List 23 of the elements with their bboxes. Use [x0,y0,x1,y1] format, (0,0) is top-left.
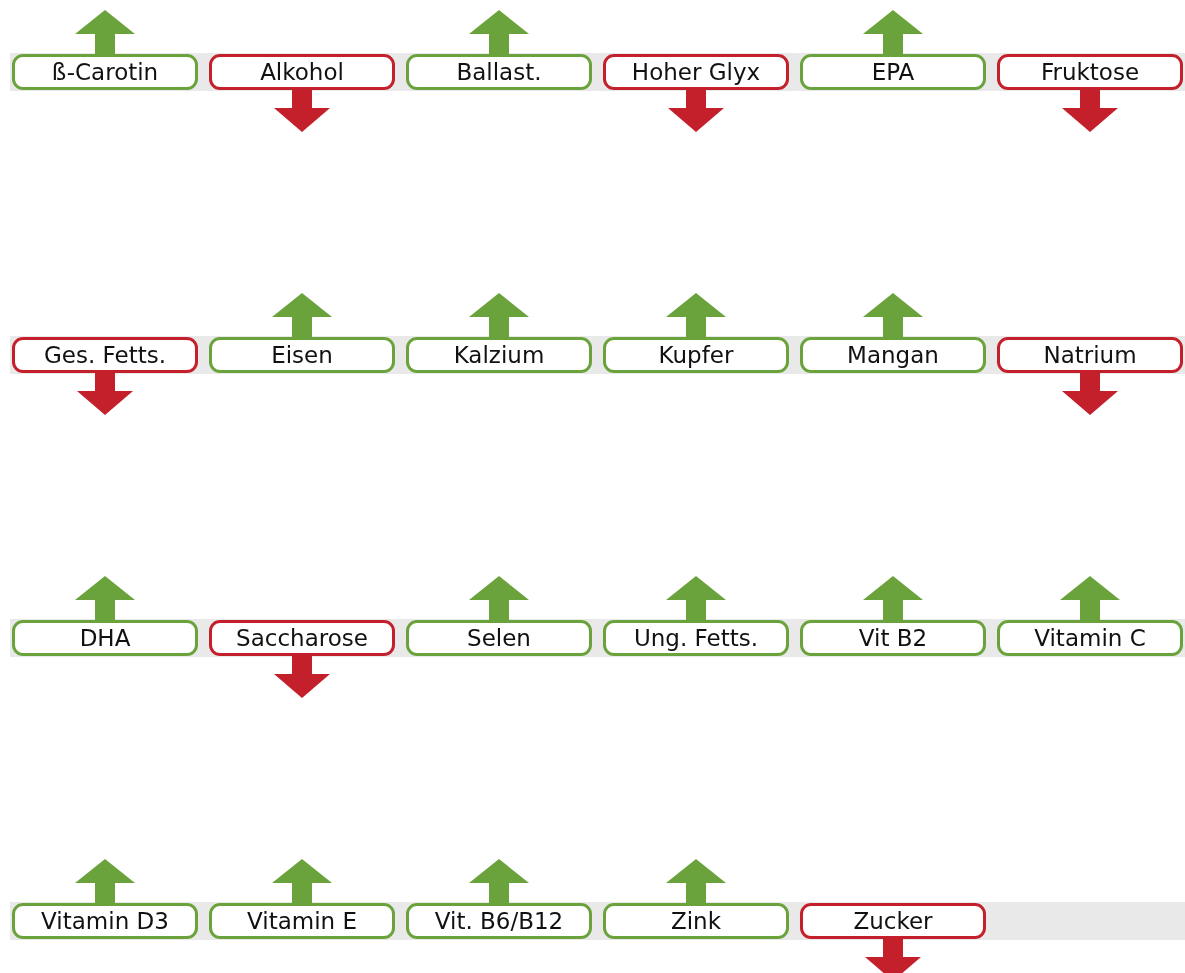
label-box: Ges. Fetts. [12,337,198,373]
label-box: Hoher Glyx [603,54,789,90]
label-box: Ballast. [406,54,592,90]
label-box: DHA [12,620,198,656]
label-box: Vitamin C [997,620,1183,656]
label-box: ß-Carotin [12,54,198,90]
label-box: Kupfer [603,337,789,373]
label-box: Vit B2 [800,620,986,656]
label-box: Natrium [997,337,1183,373]
label-box: Kalzium [406,337,592,373]
label-box: Vit. B6/B12 [406,903,592,939]
label-box: Zucker [800,903,986,939]
label-box: Alkohol [209,54,395,90]
label-box: Ung. Fetts. [603,620,789,656]
label-box: Mangan [800,337,986,373]
label-box: Selen [406,620,592,656]
label-box: Fruktose [997,54,1183,90]
label-box: EPA [800,54,986,90]
label-box: Saccharose [209,620,395,656]
label-box: Vitamin D3 [12,903,198,939]
label-box: Zink [603,903,789,939]
label-box: Vitamin E [209,903,395,939]
label-box: Eisen [209,337,395,373]
